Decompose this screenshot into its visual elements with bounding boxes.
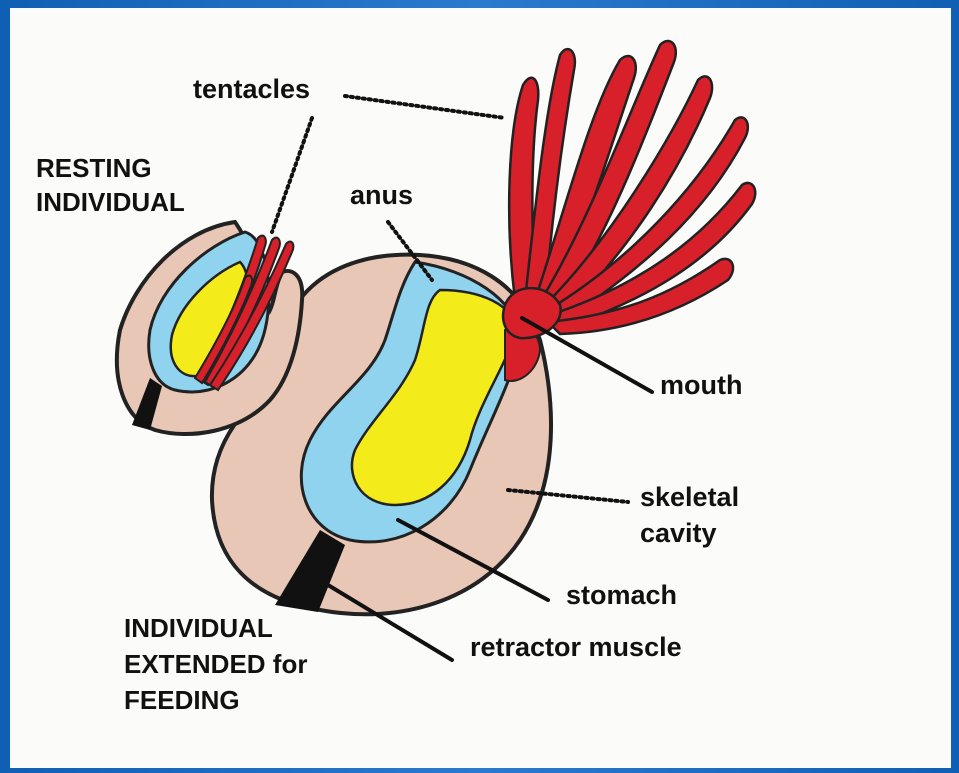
- extended-title-line1: INDIVIDUAL: [124, 612, 273, 644]
- label-cavity: cavity: [640, 516, 717, 550]
- extended-title-line2: EXTENDED for: [124, 648, 307, 680]
- label-stomach: stomach: [566, 578, 677, 612]
- resting-title-line2: INDIVIDUAL: [36, 186, 185, 218]
- extended-tentacles: [503, 41, 755, 338]
- leader-tentacles-resting: [272, 118, 312, 232]
- label-mouth: mouth: [660, 368, 742, 402]
- label-tentacles: tentacles: [193, 72, 310, 106]
- label-anus: anus: [350, 178, 413, 212]
- resting-title-line1: RESTING: [36, 152, 152, 184]
- label-skeletal: skeletal: [640, 480, 739, 514]
- extended-title-line3: FEEDING: [124, 684, 240, 716]
- label-retractor-muscle: retractor muscle: [470, 630, 682, 664]
- tentacle-base: [503, 288, 561, 338]
- leader-tentacles-extended: [345, 96, 505, 118]
